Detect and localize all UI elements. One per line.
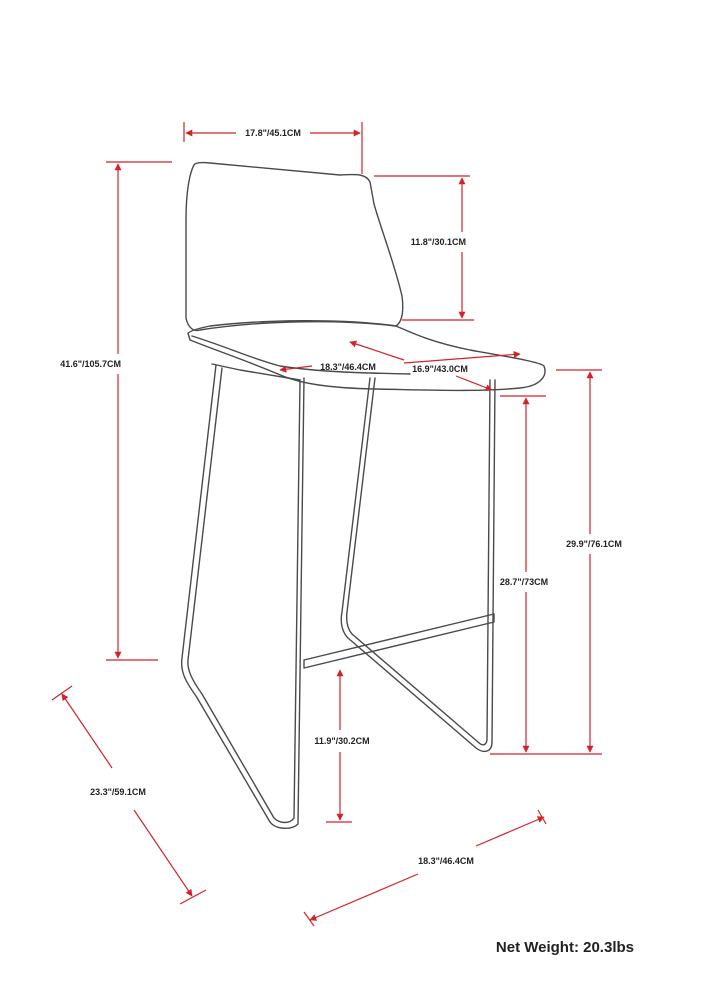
base-depth-arrow-up — [61, 693, 113, 769]
dimension-lines — [51, 122, 602, 927]
seat-depth-arrow-down — [455, 375, 493, 391]
base-width-ext-left — [303, 911, 315, 927]
net-weight-label: Net Weight: 20.3lbs — [496, 939, 634, 956]
seat-depth-arrow-up — [349, 340, 405, 361]
right-leg-inner — [345, 377, 491, 746]
backrest — [185, 161, 404, 332]
base-width-arrow-right — [475, 816, 545, 847]
base-width-arrow-left — [309, 873, 419, 921]
back-height-label: 11.8"/30.1CM — [411, 237, 466, 247]
seat — [187, 320, 546, 392]
footrest-to-seat-label: 28.7"/73CM — [500, 577, 548, 587]
left-leg-frame — [180, 364, 305, 829]
base-depth-ext-top — [51, 685, 73, 701]
base-width-label: 18.3"/46.4CM — [418, 856, 474, 866]
seat-seam — [191, 335, 411, 375]
bar-stool-drawing — [180, 161, 546, 829]
right-leg-frame — [340, 377, 496, 753]
seat-height-label: 29.9"/76.1CM — [566, 539, 622, 549]
seat-underside — [211, 363, 301, 381]
base-width-ext-right — [537, 809, 547, 825]
footrest-bar — [303, 613, 495, 669]
seat-width-label: 18.3"/46.4CM — [320, 362, 376, 372]
dimension-labels: 17.8"/45.1CM 11.8"/30.1CM 41.6"/105.7CM … — [60, 128, 634, 956]
seat-depth-label: 16.9"/43.0CM — [412, 364, 468, 374]
left-leg-inner — [187, 367, 301, 824]
base-depth-label: 23.3"/59.1CM — [90, 787, 146, 797]
top-width-label: 17.8"/45.1CM — [245, 128, 301, 138]
base-depth-arrow-down — [133, 809, 193, 897]
overall-height-label: 41.6"/105.7CM — [60, 359, 121, 369]
footrest-height-label: 11.9"/30.2CM — [314, 736, 369, 746]
seat-width-arrow-right — [403, 350, 521, 364]
base-depth-ext-bottom — [179, 889, 207, 905]
seat-width-arrow-left — [279, 365, 313, 373]
